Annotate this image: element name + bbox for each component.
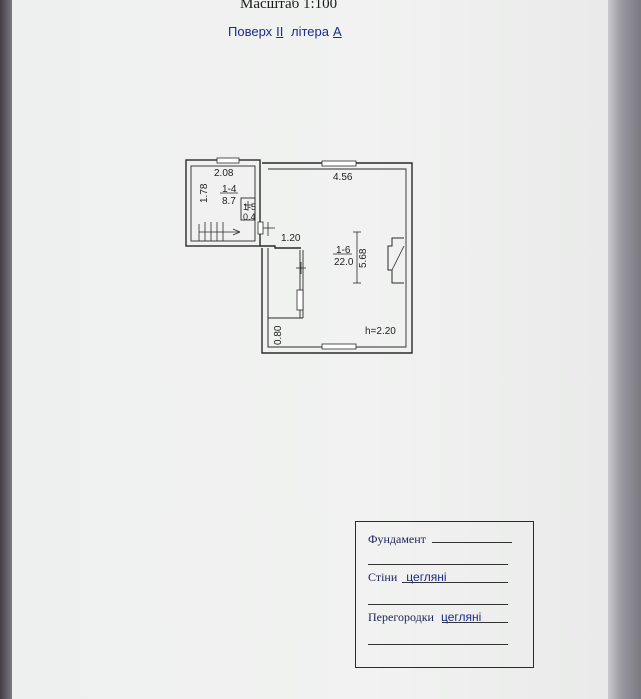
binding-shadow	[0, 0, 12, 699]
room-1-6-height: 5.68	[358, 248, 369, 268]
corridor-width: 1.20	[281, 233, 301, 244]
document-page	[12, 0, 608, 699]
partitions-value: цегляні	[440, 610, 482, 624]
scale-title: Масштаб 1:100	[240, 0, 338, 12]
partitions-label: Перегородки	[368, 610, 434, 624]
room-1-4-area: 8.7	[222, 196, 236, 207]
room-1-6-wall	[261, 162, 413, 354]
room-1-5-wall	[240, 197, 256, 221]
room-1-5-area: 0.4	[243, 212, 256, 222]
stairs	[198, 222, 241, 241]
foundation-row: Фундамент	[368, 532, 426, 547]
floor-value: II	[276, 24, 284, 39]
corridor-wall	[260, 245, 301, 249]
walls-row: Стіни цегляні	[368, 570, 447, 585]
walls-value: цегляні	[406, 570, 447, 584]
litera-value: А	[333, 24, 342, 39]
foundation-label: Фундамент	[368, 532, 426, 546]
walls-label: Стіни	[368, 570, 398, 584]
niche-width: 0.80	[273, 325, 284, 345]
room-1-6-width: 4.56	[333, 172, 353, 183]
materials-stamp: Фундамент Стіни цегляні Перегородки цегл…	[355, 521, 534, 668]
partitions-row: Перегородки цегляні	[368, 610, 481, 625]
room-1-6-number: 1-6	[336, 245, 351, 256]
floor-label: Поверх	[228, 24, 273, 39]
room-1-4-height: 1.78	[199, 183, 210, 203]
page-edge-shadow	[608, 0, 641, 699]
room-1-5-number: 1-5	[243, 202, 256, 212]
room-1-4-width: 2.08	[214, 168, 234, 179]
ceiling-height: h=2.20	[365, 326, 396, 337]
litera-label: літера	[291, 24, 329, 39]
room-1-6-area: 22.0	[334, 257, 354, 268]
windows	[216, 157, 357, 350]
stove	[387, 237, 404, 284]
room-1-4-number: 1-4	[222, 184, 237, 195]
